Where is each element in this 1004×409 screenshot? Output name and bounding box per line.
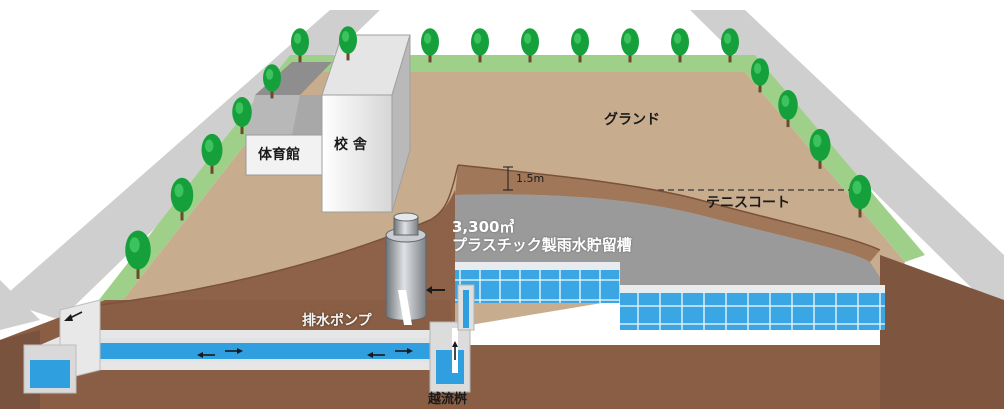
tree (201, 133, 223, 174)
tree (232, 97, 252, 135)
front-soil-face (0, 300, 1004, 409)
school-building-label: 校 舎 (334, 137, 367, 153)
tennis-court-label: テニスコート (706, 195, 790, 211)
tree (721, 28, 739, 63)
tank-capacity-label: 3,300㎥ (452, 218, 515, 236)
tree (170, 177, 194, 221)
tree (848, 174, 872, 218)
tree (471, 28, 489, 63)
cut-edge-line-2 (457, 164, 881, 251)
flow-arrows (64, 286, 458, 360)
tree (751, 58, 769, 93)
tree (521, 28, 539, 63)
school-building (321, 34, 411, 213)
cut-edge-line (99, 164, 459, 306)
tree (125, 230, 151, 279)
tree (621, 28, 639, 63)
tree (671, 28, 689, 63)
tree (809, 128, 831, 169)
pit-back-wall (455, 165, 880, 262)
storage-tank (455, 262, 885, 330)
depth-label: 1.5m (516, 172, 545, 185)
tree (778, 90, 798, 128)
tree (571, 28, 589, 63)
overflow-basin-structure (429, 321, 471, 393)
tree (421, 28, 439, 63)
tree (339, 26, 357, 61)
overflow-basin-label: 越流桝 (428, 392, 468, 407)
tree (291, 28, 309, 63)
tree-row (125, 26, 872, 279)
tree (263, 64, 281, 99)
drain-pump-silo (385, 212, 427, 325)
tank-name-label: プラスチック製雨水貯留槽 (452, 236, 632, 254)
tank-pipe (457, 284, 475, 331)
gymnasium-building (245, 62, 332, 176)
drain-pump-label: 排水ポンプ (302, 313, 372, 329)
depth-marker (503, 166, 513, 191)
right-soil-face (880, 255, 1004, 409)
ground-label: グランド (604, 112, 660, 128)
gymnasium-label: 体育館 (258, 147, 300, 163)
